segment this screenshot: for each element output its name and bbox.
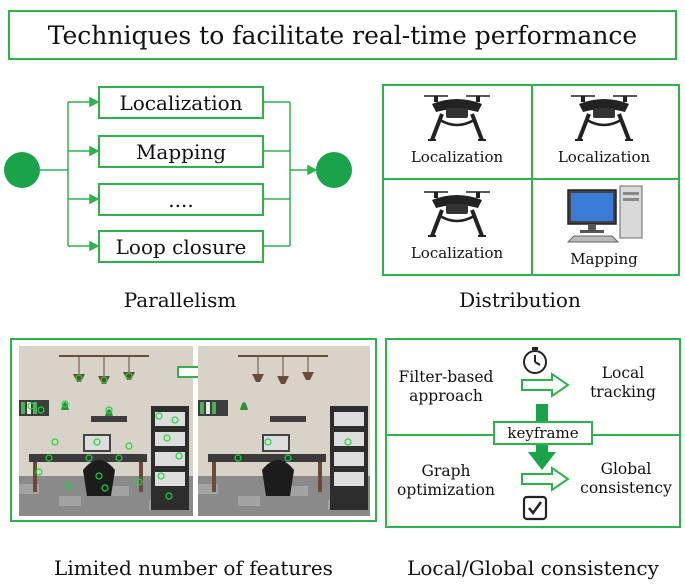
local-tracking-label: Local tracking (590, 364, 656, 402)
features-caption: Limited number of features (54, 556, 333, 580)
process-box-ellipsis: .... (98, 183, 264, 216)
drone-icon (424, 95, 490, 141)
process-label: Loop closure (115, 234, 247, 259)
distribution-cell-computer: Mapping (531, 184, 677, 268)
checkbox-checked-icon (522, 495, 548, 521)
cell-label: Localization (410, 148, 504, 166)
process-label: Localization (119, 90, 243, 115)
cell-label: Localization (557, 148, 651, 166)
stopwatch-icon (523, 347, 547, 374)
parallelism-connectors (4, 96, 352, 252)
arrow-right-icon (521, 372, 570, 398)
distribution-cell-drone-1: Localization (384, 92, 530, 166)
parallelism-caption: Parallelism (123, 288, 237, 312)
consistency-caption: Local/Global consistency (407, 556, 659, 580)
process-label: .... (168, 187, 194, 212)
cell-label: Localization (410, 244, 504, 262)
cell-label: Mapping (570, 250, 638, 268)
process-box-loop-closure: Loop closure (98, 230, 264, 263)
distribution-cell-drone-2: Localization (531, 92, 677, 166)
end-node (316, 152, 352, 188)
global-consistency-label: Global consistency (580, 460, 672, 498)
process-box-localization: Localization (98, 86, 264, 119)
keyframe-label: keyframe (507, 424, 579, 442)
distribution-caption: Distribution (459, 288, 581, 312)
diagram-title: Techniques to facilitate real-time perfo… (47, 20, 638, 50)
room-image-dense-features (19, 346, 193, 516)
drone-icon (571, 95, 637, 141)
graph-optimization-label: Graph optimization (396, 462, 495, 500)
desktop-computer-icon (566, 185, 643, 243)
process-box-mapping: Mapping (98, 135, 264, 168)
room-image-sparse-features (198, 346, 370, 516)
drone-icon (424, 191, 490, 237)
distribution-grid (382, 84, 680, 276)
start-node (4, 152, 40, 188)
keyframe-box: keyframe (493, 421, 593, 445)
process-label: Mapping (135, 139, 227, 164)
filter-based-label: Filter-based approach (398, 368, 494, 406)
diagram-title-box: Techniques to facilitate real-time perfo… (8, 10, 677, 60)
distribution-cell-drone-3: Localization (384, 188, 530, 262)
arrow-right-icon (521, 466, 570, 492)
